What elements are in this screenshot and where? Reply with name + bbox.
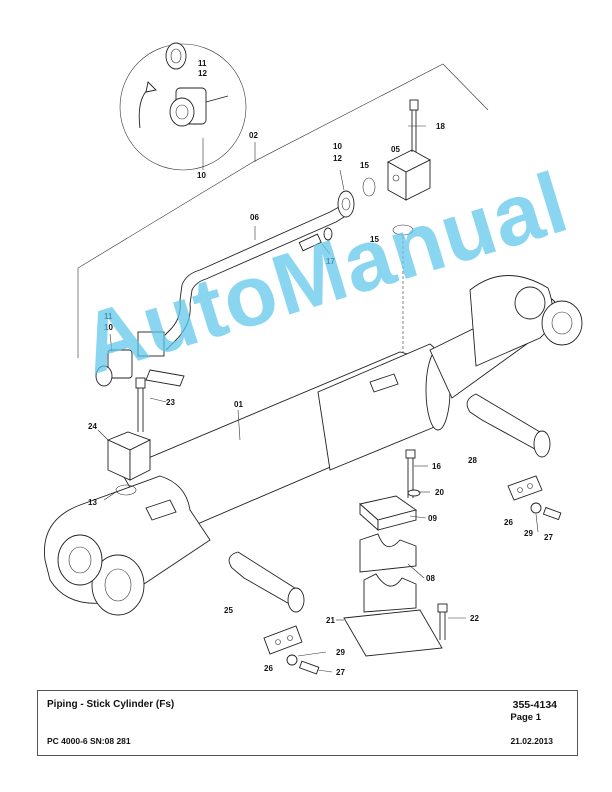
- callout-26: 26: [504, 518, 513, 527]
- callout-23: 23: [166, 398, 175, 407]
- callout-06: 06: [250, 213, 259, 222]
- callout-21: 21: [326, 616, 335, 625]
- detail-circle: [119, 42, 247, 171]
- callout-08: 08: [426, 574, 435, 583]
- callout-22: 22: [470, 614, 479, 623]
- callout-10: 10: [104, 323, 113, 332]
- callout-11: 11: [104, 312, 113, 321]
- bolt-16: [405, 449, 421, 498]
- clamp-09: [343, 495, 443, 657]
- block-24: [106, 377, 152, 496]
- pipe-06: [159, 190, 355, 351]
- callout-24: 24: [88, 422, 97, 431]
- model-serial: PC 4000-6 SN:08 281: [47, 736, 131, 746]
- callout-12: 12: [198, 69, 207, 78]
- callout-27: 27: [336, 668, 345, 677]
- callout-09: 09: [428, 514, 437, 523]
- cylinder-01: [43, 275, 583, 616]
- group-outline: [77, 63, 489, 358]
- callout-27: 27: [544, 533, 553, 542]
- exploded-parts-drawing: 11 12 10 02 18 10 12 05 15 06 15 17 11 1…: [43, 42, 583, 677]
- callout-28: 28: [468, 456, 477, 465]
- pin-28: [466, 393, 562, 521]
- callout-10: 10: [197, 171, 206, 180]
- title-block: Piping - Stick Cylinder (Fs) 355-4134 Pa…: [37, 690, 578, 756]
- callout-15: 15: [370, 235, 379, 244]
- pin-25: [228, 551, 320, 675]
- callout-05: 05: [391, 145, 400, 154]
- document-number: 355-4134: [512, 699, 557, 711]
- block-05: [362, 99, 431, 370]
- callout-25: 25: [224, 606, 233, 615]
- callout-16: 16: [432, 462, 441, 471]
- callout-20: 20: [435, 488, 444, 497]
- callout-26: 26: [264, 664, 273, 673]
- callout-17: 17: [326, 257, 335, 266]
- callout-13: 13: [88, 498, 97, 507]
- issue-date: 21.02.2013: [510, 736, 553, 746]
- callout-01: 01: [234, 400, 243, 409]
- page-number: Page 1: [510, 712, 541, 723]
- callout-15: 15: [360, 161, 369, 170]
- drawing-title: Piping - Stick Cylinder (Fs): [47, 699, 175, 710]
- callout-labels: 11 12 10 02 18 10 12 05 15 06 15 17 11 1…: [88, 59, 553, 677]
- callout-18: 18: [436, 122, 445, 131]
- callout-29: 29: [524, 529, 533, 538]
- leader-lines: [97, 125, 539, 673]
- callout-10: 10: [333, 142, 342, 151]
- callout-12: 12: [333, 154, 342, 163]
- callout-29: 29: [336, 648, 345, 657]
- pipe-flange-lower: [95, 331, 185, 387]
- callout-02: 02: [249, 131, 258, 140]
- screw-17: [298, 227, 333, 252]
- callout-11: 11: [198, 59, 207, 68]
- bolt-22: [437, 603, 448, 640]
